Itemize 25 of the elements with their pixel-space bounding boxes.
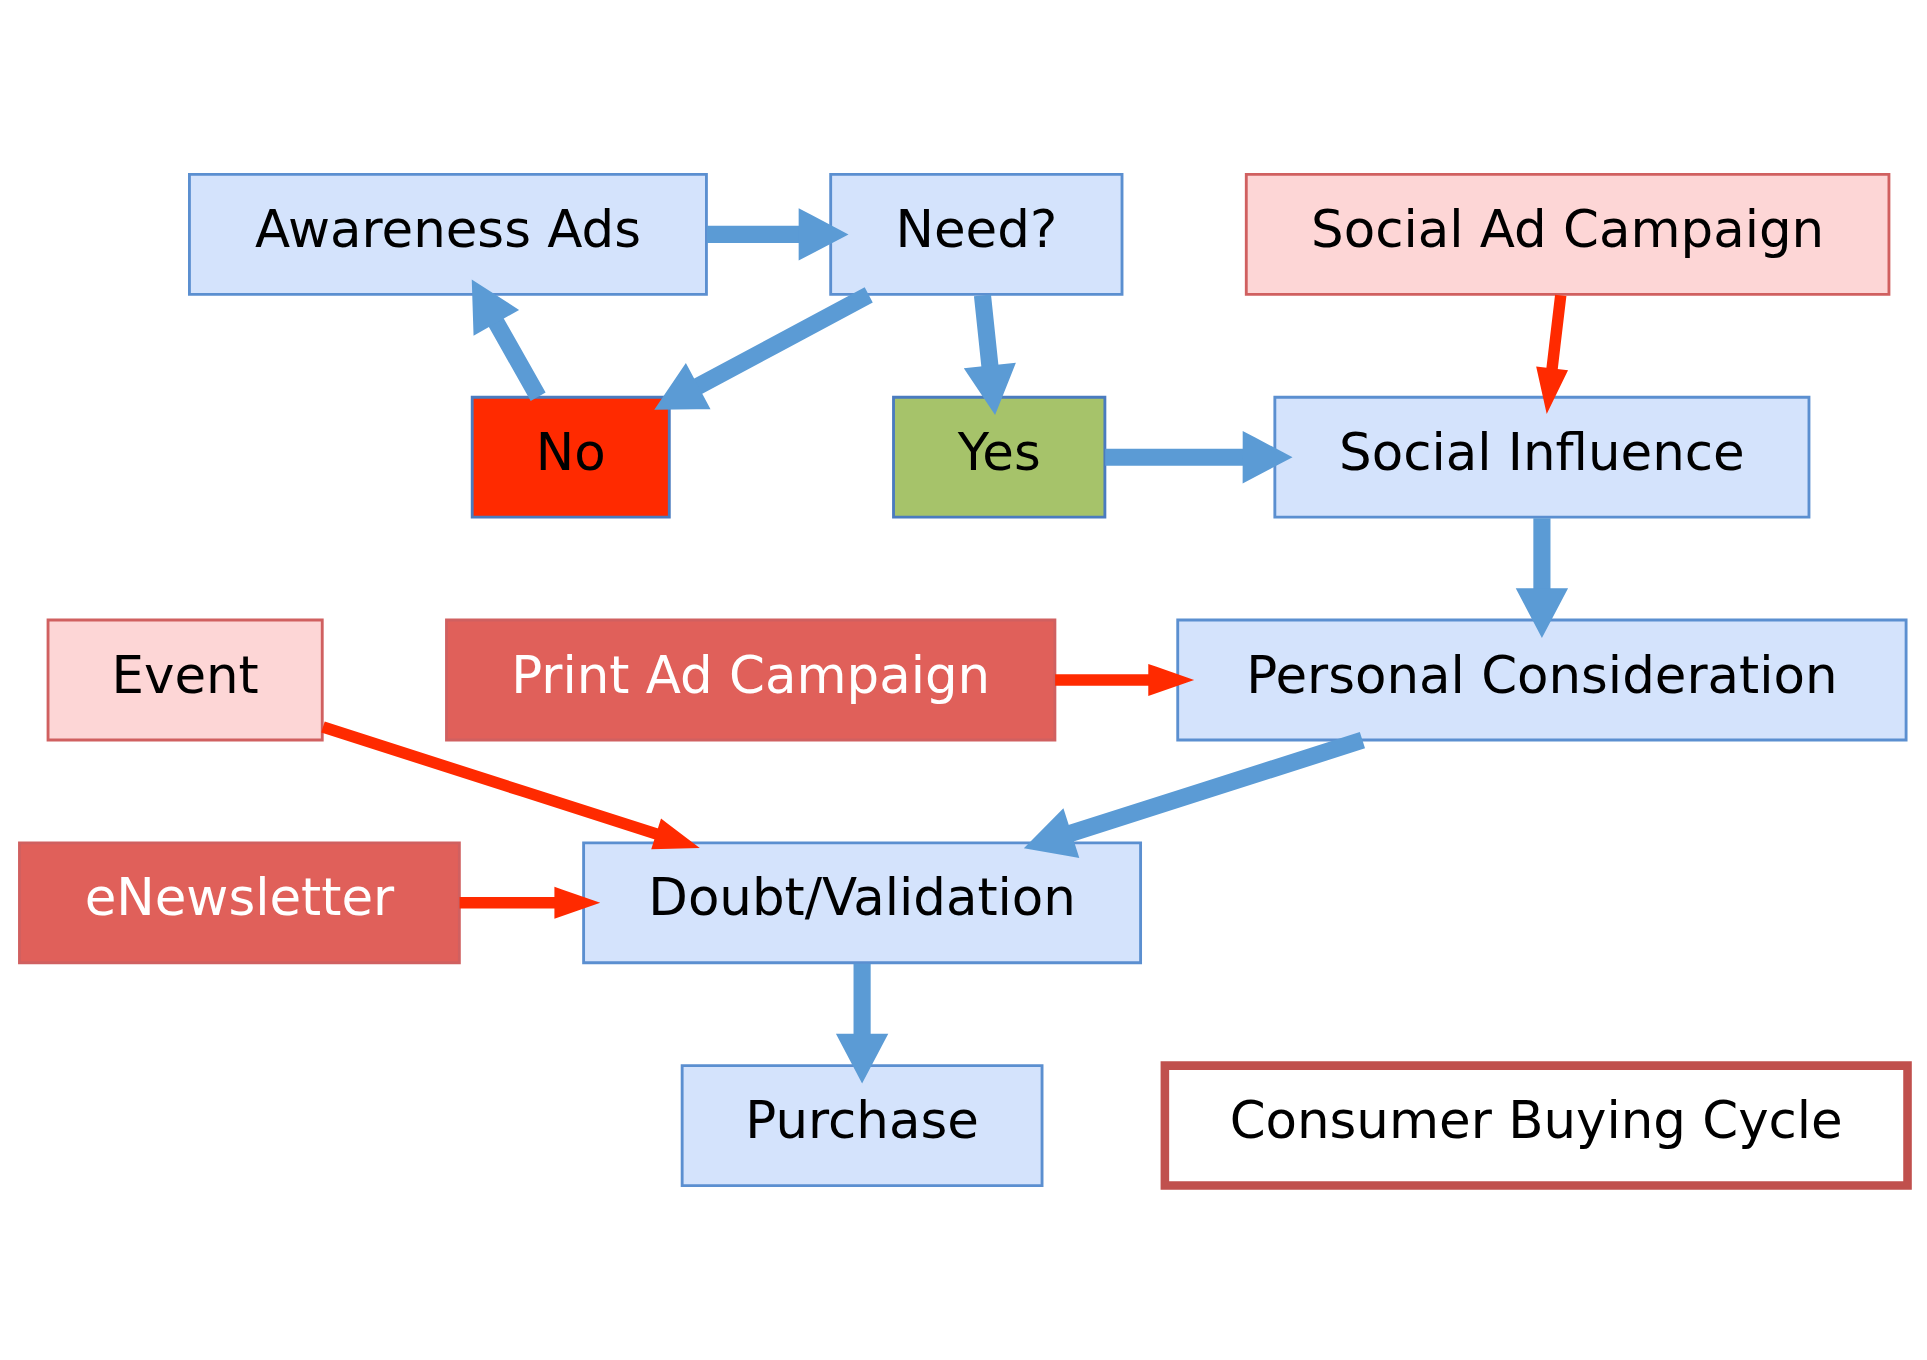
arrow [835,963,889,1084]
node-box: eNewsletter [18,841,461,965]
node-box: Yes [892,395,1107,519]
arrow [1023,732,1366,859]
node-box: Personal Consideration [1176,618,1908,742]
arrow [706,208,849,261]
arrow [471,279,546,401]
node-box: Social Influence [1273,395,1811,519]
node-box: No [470,395,671,519]
arrow [654,287,873,410]
node-box: Social Ad Campaign [1244,173,1891,296]
node-box: Need? [829,173,1124,296]
arrow [1515,518,1569,638]
arrow [1536,294,1569,414]
node-box: Awareness Ads [188,173,708,296]
arrow [1055,663,1195,697]
arrow [321,721,700,850]
node-box: Event [46,618,324,742]
arrow [1105,431,1293,484]
node-box: Consumer Buying Cycle [1160,1061,1912,1190]
arrow [459,886,601,919]
node-box: Doubt/Validation [582,841,1142,965]
node-box: Print Ad Campaign [445,618,1057,742]
node-box: Purchase [680,1064,1044,1187]
arrow [963,294,1016,416]
